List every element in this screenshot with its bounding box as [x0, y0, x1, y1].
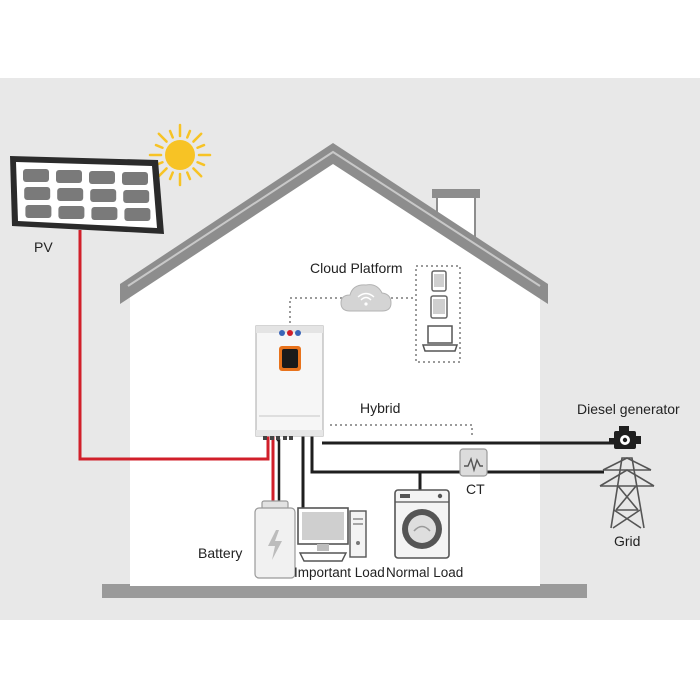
- pv-cell: [122, 172, 148, 185]
- sun-ray: [186, 171, 192, 181]
- grid-tower-icon: [599, 457, 655, 529]
- roof: [120, 143, 548, 304]
- devices-panel: [415, 265, 461, 363]
- label-hybrid: Hybrid: [360, 400, 400, 416]
- label-grid: Grid: [614, 533, 640, 549]
- battery-cable-black: [276, 436, 281, 508]
- pv-cell: [58, 206, 85, 219]
- cloud-icon: [340, 284, 392, 312]
- pv-cell: [25, 205, 52, 218]
- label-important-load: Important Load: [294, 565, 385, 580]
- pv-cell: [57, 188, 84, 201]
- sun-ray: [157, 132, 168, 143]
- sun-ray: [192, 167, 203, 178]
- pv-cell: [123, 190, 150, 203]
- sun-ray: [196, 143, 206, 149]
- label-pv: PV: [34, 239, 53, 255]
- pv-cell: [23, 169, 49, 182]
- computer-icon: [297, 507, 367, 562]
- sun-ray: [196, 161, 206, 167]
- sun-ray: [168, 129, 174, 139]
- ground: [102, 584, 587, 598]
- pv-cable: [78, 230, 270, 461]
- pv-cell: [56, 170, 82, 183]
- ct-icon: [459, 448, 488, 477]
- pv-cell: [24, 187, 51, 200]
- sun-ray: [186, 129, 192, 139]
- sun-ray: [157, 167, 168, 178]
- pv-cell: [89, 171, 115, 184]
- ac-cables: [301, 436, 616, 508]
- inverter-icon: [255, 325, 324, 440]
- pv-cell: [124, 208, 151, 221]
- laptop-icon: [421, 325, 459, 352]
- tablet-icon: [430, 295, 448, 319]
- sun-ray: [192, 132, 203, 143]
- phone-icon: [431, 270, 447, 292]
- label-ct: CT: [466, 481, 485, 497]
- label-cloud-platform: Cloud Platform: [310, 260, 403, 276]
- washing-machine-icon: [394, 489, 450, 559]
- pv-cell: [90, 189, 117, 202]
- battery-icon: [254, 500, 296, 579]
- sun-icon: [148, 123, 212, 187]
- label-diesel-generator: Diesel generator: [577, 401, 680, 417]
- label-battery: Battery: [198, 545, 242, 561]
- label-normal-load: Normal Load: [386, 565, 463, 580]
- sun-ray: [168, 171, 174, 181]
- monitoring-links: [289, 297, 473, 436]
- diesel-generator-icon: [609, 426, 641, 449]
- sun-ray: [154, 143, 164, 149]
- pv-cell: [91, 207, 118, 220]
- solar-panel-icon: [10, 156, 164, 234]
